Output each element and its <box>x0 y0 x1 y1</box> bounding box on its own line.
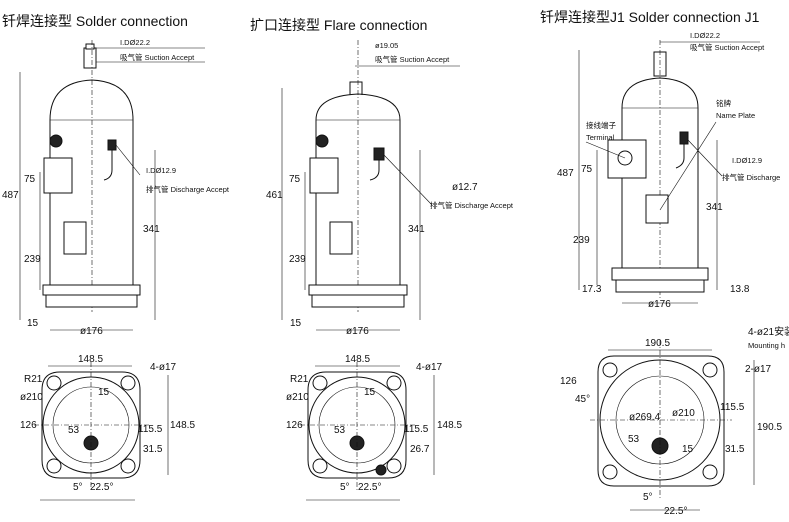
compressor-body <box>308 40 408 312</box>
view-title: 钎焊连接型J1 Solder connection J1 <box>540 9 760 25</box>
plan-radius: R21 <box>24 374 43 385</box>
suction-accept-label: 吸气管 Suction Accept <box>375 54 450 64</box>
suction-size-label: I.DØ22.2 <box>120 38 150 47</box>
dim-base-height: 15 <box>290 318 302 329</box>
nameplate-label-cn: 铭牌 <box>716 98 731 108</box>
dim-discharge-height: 341 <box>408 224 425 235</box>
plan-holes: 4-ø21安装 <box>748 325 789 338</box>
suction-accept-label: 吸气管 Suction Accept <box>690 42 765 52</box>
plan-view: 190.5 4-ø21安装 Mounting h 2-ø17 126 45° ø… <box>560 325 789 517</box>
dim-diameter: ø176 <box>648 299 671 310</box>
plan-d269: ø269.4 <box>629 412 661 423</box>
dim-total-height: 487 <box>2 190 19 201</box>
plan-126: 126 <box>20 420 37 431</box>
dim-middle-height: 239 <box>24 254 41 265</box>
discharge-accept-label: 排气管 Discharge Accept <box>146 184 230 194</box>
plan-53: 53 <box>334 425 346 436</box>
plan-diameter: ø210 <box>20 392 43 403</box>
discharge-size-label: I.DØ12.9 <box>146 166 176 175</box>
dim-middle-height: 239 <box>573 235 590 246</box>
plan-holes-en: Mounting h <box>748 341 785 350</box>
dim-right-base: 13.8 <box>730 284 750 295</box>
dim-terminal-height: 75 <box>581 164 593 175</box>
view-solder-connection-j1: 钎焊连接型J1 Solder connection J1 I.DØ22.2 吸气… <box>540 9 789 517</box>
discharge-size-label: ø12.7 <box>452 182 478 193</box>
view-title: 扩口连接型 Flare connection <box>250 17 427 33</box>
nameplate-label-en: Name Plate <box>716 111 755 120</box>
plan-15: 15 <box>682 444 694 455</box>
plan-22-5deg: 22.5° <box>90 482 113 493</box>
dim-total-height: 461 <box>266 190 283 201</box>
plan-2holes: 2-ø17 <box>745 364 772 375</box>
compressor-body <box>42 40 141 312</box>
plan-31-5: 31.5 <box>143 444 163 455</box>
plan-holes: 4-ø17 <box>150 362 177 373</box>
plan-diameter: ø210 <box>286 392 309 403</box>
plan-15: 15 <box>364 387 376 398</box>
plan-width: 148.5 <box>78 354 103 365</box>
view-solder-connection: 钎焊连接型 Solder connection I.DØ22.2 吸气管 Suc… <box>2 13 230 501</box>
plan-126: 126 <box>286 420 303 431</box>
dim-base-height: 15 <box>27 318 39 329</box>
compressor-body <box>607 40 709 300</box>
plan-view: 148.5 4-ø17 R21 ø210 126 15 53 115.5 148… <box>20 354 195 501</box>
suction-size-label: I.DØ22.2 <box>690 31 720 40</box>
terminal-label-en: Terminal <box>586 133 615 142</box>
plan-width: 148.5 <box>345 354 370 365</box>
plan-45deg: 45° <box>575 394 590 405</box>
dim-discharge-height: 341 <box>706 202 723 213</box>
discharge-accept-label: 排气管 Discharge <box>722 172 780 182</box>
plan-width: 190.5 <box>645 338 670 349</box>
plan-5deg: 5° <box>643 492 653 503</box>
view-title: 钎焊连接型 Solder connection <box>2 13 188 29</box>
plan-53: 53 <box>628 434 640 445</box>
plan-148-vertical: 148.5 <box>170 420 195 431</box>
plan-148-vertical: 148.5 <box>437 420 462 431</box>
terminal-label-cn: 接线端子 <box>586 120 616 130</box>
plan-d210: ø210 <box>672 408 695 419</box>
plan-view: 148.5 4-ø17 R21 ø210 126 15 53 115.5 148… <box>286 354 462 501</box>
plan-190-vertical: 190.5 <box>757 422 782 433</box>
plan-5deg: 5° <box>73 482 83 493</box>
plan-31-5: 31.5 <box>725 444 745 455</box>
plan-5deg: 5° <box>340 482 350 493</box>
plan-126: 126 <box>560 376 577 387</box>
dim-diameter: ø176 <box>80 326 103 337</box>
plan-115: 115.5 <box>138 424 163 435</box>
plan-53: 53 <box>68 425 80 436</box>
dim-discharge-height: 341 <box>143 224 160 235</box>
plan-22-5deg: 22.5° <box>664 506 687 517</box>
plan-holes: 4-ø17 <box>416 362 443 373</box>
plan-15: 15 <box>98 387 110 398</box>
dim-middle-height: 239 <box>289 254 306 265</box>
view-flare-connection: 扩口连接型 Flare connection ø19.05 吸气管 Suctio… <box>250 17 514 501</box>
plan-115: 115.5 <box>404 424 429 435</box>
discharge-size-label: I.DØ12.9 <box>732 156 762 165</box>
dim-terminal-height: 75 <box>24 174 36 185</box>
discharge-accept-label: 排气管 Discharge Accept <box>430 200 514 210</box>
plan-26-7: 26.7 <box>410 444 430 455</box>
dim-base-height: 17.3 <box>582 284 602 295</box>
plan-115: 115.5 <box>720 402 745 413</box>
suction-size-label: ø19.05 <box>375 41 398 50</box>
dim-diameter: ø176 <box>346 326 369 337</box>
plan-radius: R21 <box>290 374 309 385</box>
suction-accept-label: 吸气管 Suction Accept <box>120 52 195 62</box>
dim-terminal-height: 75 <box>289 174 301 185</box>
plan-22-5deg: 22.5° <box>358 482 381 493</box>
dim-total-height: 487 <box>557 168 574 179</box>
